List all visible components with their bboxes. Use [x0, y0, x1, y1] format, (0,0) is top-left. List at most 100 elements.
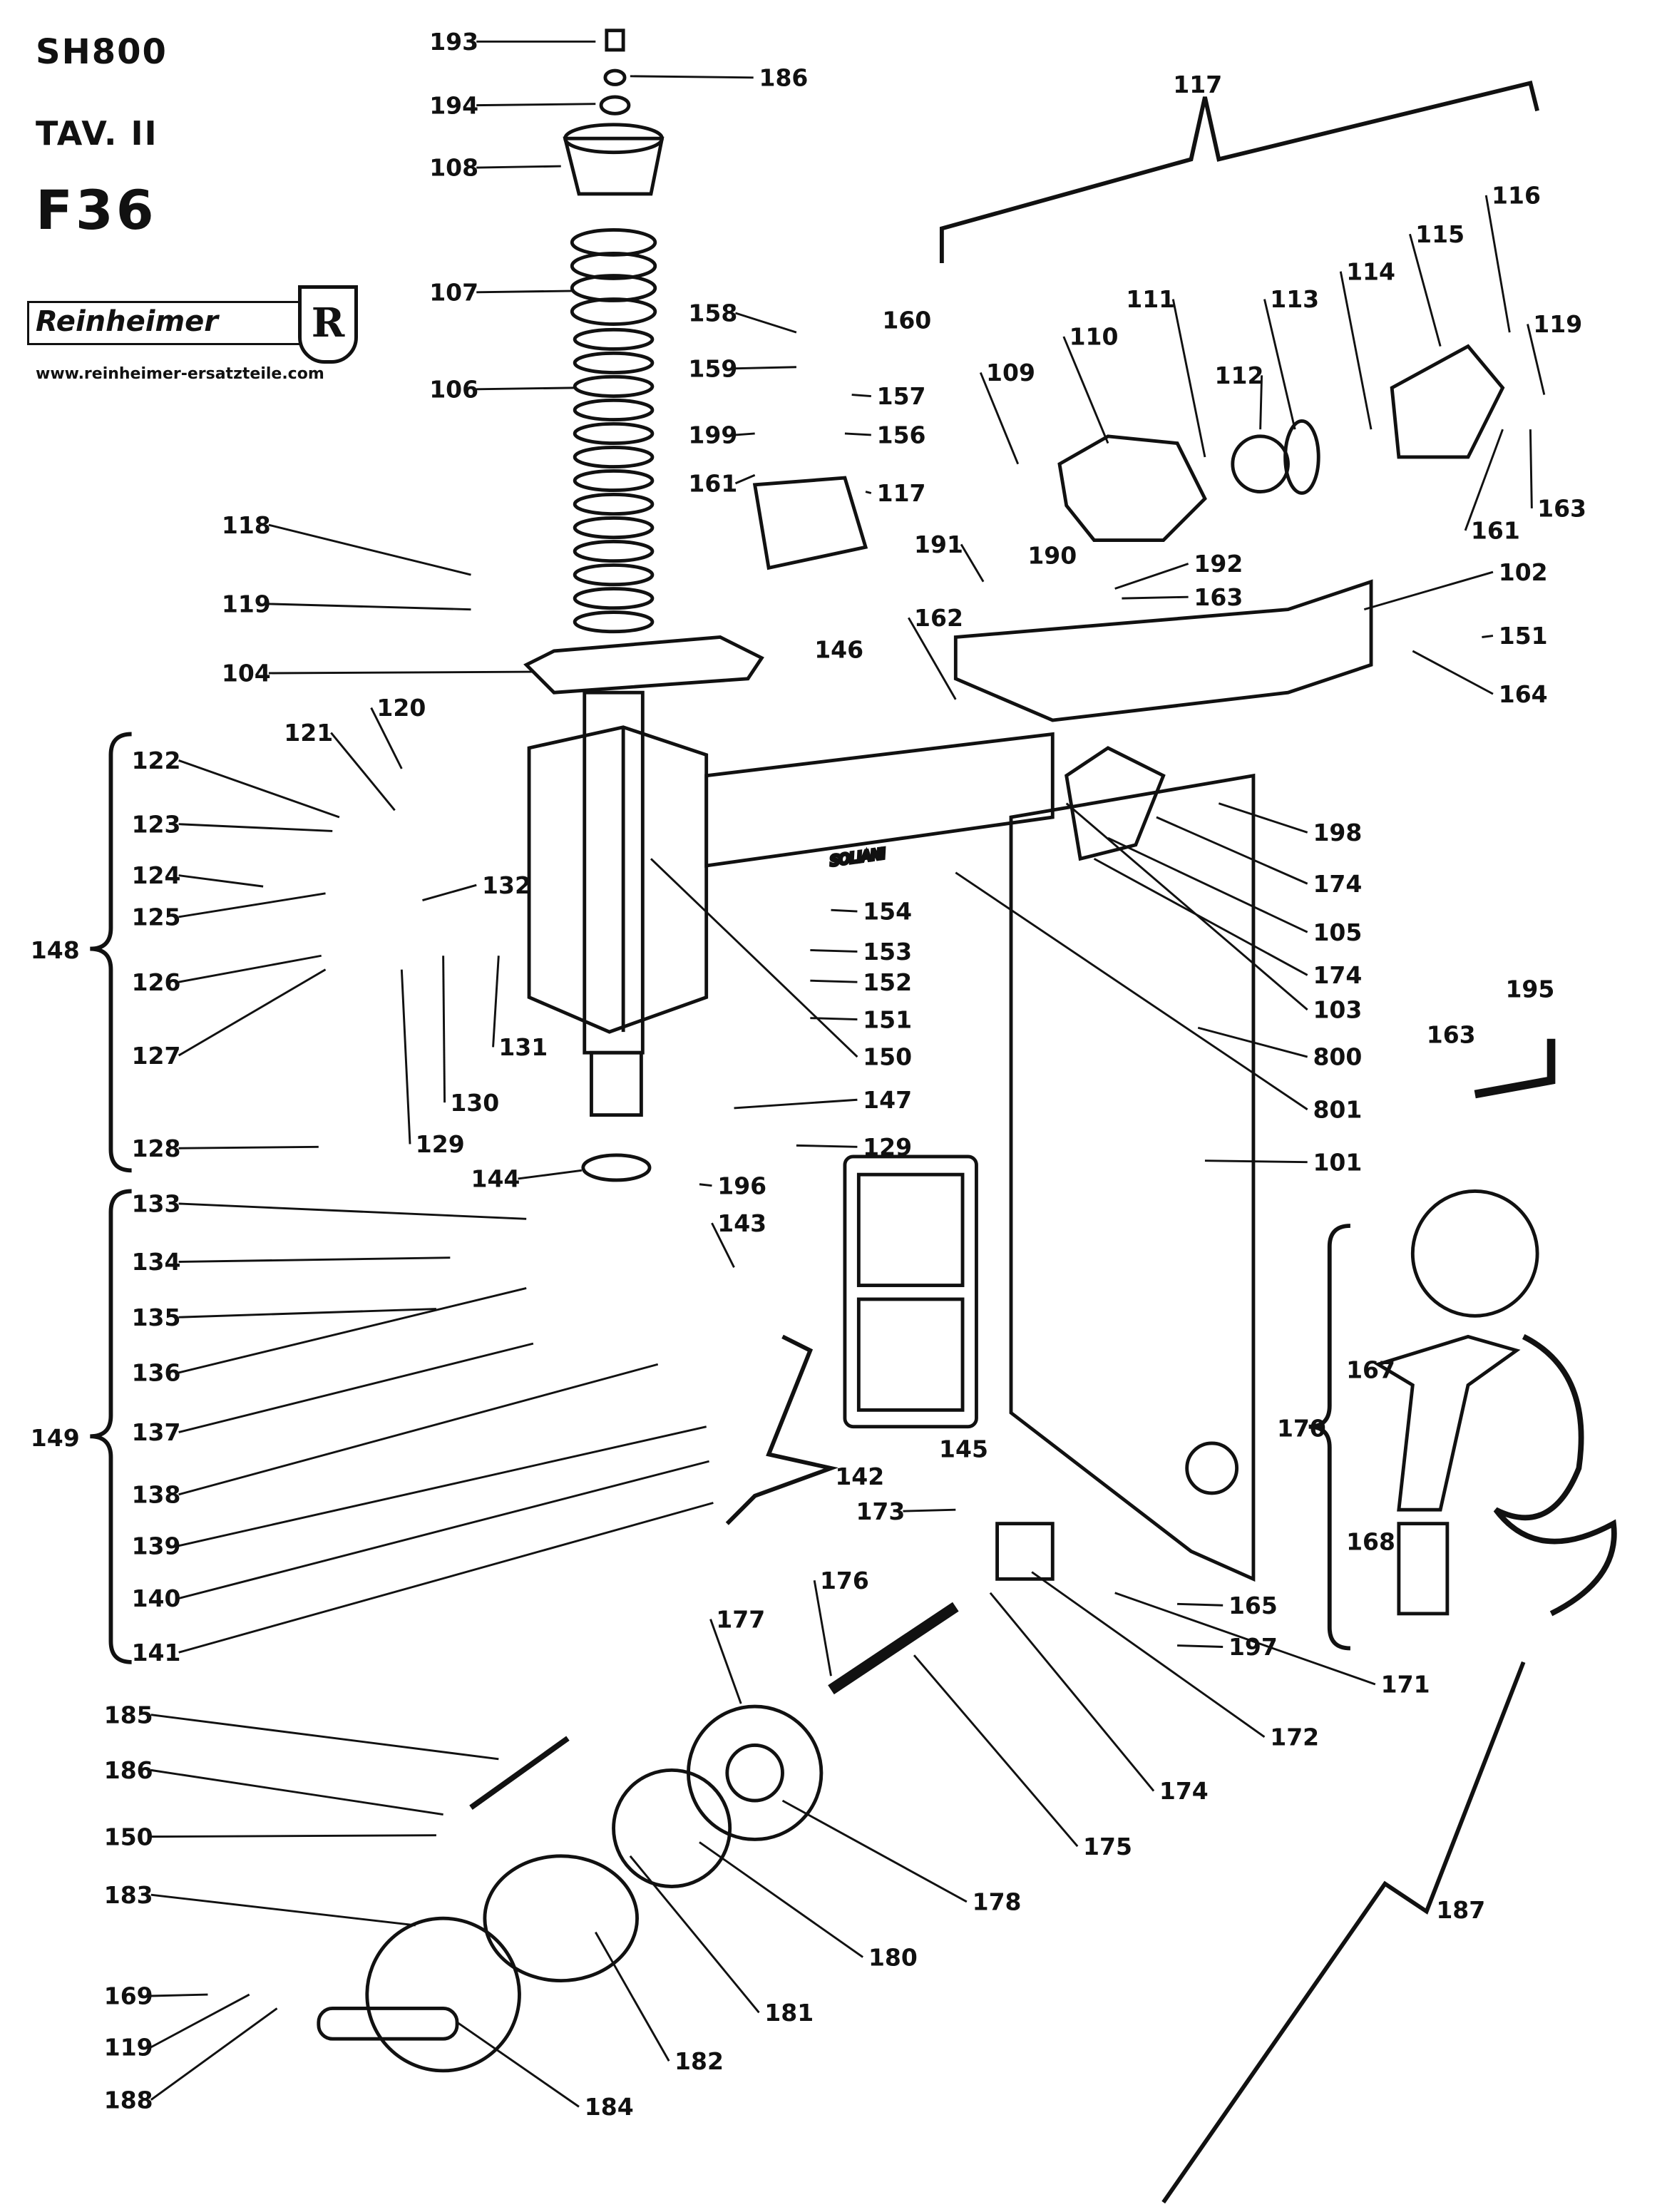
part-label-109: 109	[986, 359, 1035, 386]
part-label-199: 199	[688, 421, 737, 449]
part-label-114: 114	[1346, 257, 1395, 285]
leader-line	[400, 969, 411, 1145]
part-label-128: 128	[132, 1135, 181, 1162]
part-label-106: 106	[429, 375, 478, 403]
leader-line	[268, 523, 471, 576]
part-label-119: 119	[222, 590, 271, 618]
part-label-115: 115	[1415, 220, 1464, 248]
part-label-194: 194	[429, 91, 478, 119]
part-label-146: 146	[814, 636, 863, 664]
leader-line	[650, 858, 858, 1058]
leader-line	[492, 956, 500, 1048]
part-label-152: 152	[863, 968, 912, 996]
part-label-193: 193	[429, 28, 478, 56]
part-label-149: 149	[31, 1424, 80, 1452]
part-label-107: 107	[429, 278, 478, 306]
part-label-195: 195	[1505, 976, 1554, 1003]
leader-line	[810, 949, 858, 953]
leader-line	[1527, 324, 1546, 395]
part-label-137: 137	[132, 1418, 181, 1446]
leader-line	[330, 732, 396, 811]
bellows-fold	[573, 445, 655, 469]
leader-line	[178, 892, 326, 918]
leader-line	[150, 1893, 416, 1927]
plate-104	[523, 635, 764, 695]
leader-line	[476, 290, 575, 294]
table-number: TAV. II	[36, 114, 158, 153]
part-label-165: 165	[1228, 1592, 1278, 1619]
part-label-122: 122	[132, 747, 181, 774]
part-label-132: 132	[482, 871, 531, 899]
group-brackets	[90, 81, 1539, 2204]
leader-line	[913, 1654, 1079, 1848]
leader-line	[796, 1144, 858, 1148]
leader-line	[1156, 816, 1308, 885]
part-label-126: 126	[132, 968, 181, 996]
part-label-130: 130	[450, 1089, 499, 1117]
leader-line	[178, 823, 333, 832]
part-label-120: 120	[376, 694, 426, 722]
o-ring-144	[581, 1153, 652, 1182]
leader-line	[178, 954, 322, 983]
leader-line	[865, 491, 872, 494]
bracket-142	[725, 1334, 838, 1525]
shield-icon: R	[298, 285, 358, 364]
leader-line	[1062, 336, 1109, 444]
leader-line	[268, 670, 533, 675]
leader-line	[476, 386, 575, 391]
leader-line	[1339, 271, 1373, 430]
leader-line	[1218, 802, 1308, 834]
inflator-gun-167	[1373, 1334, 1521, 1512]
leader-line	[1177, 1602, 1224, 1607]
leader-line	[699, 1183, 712, 1187]
part-label-163: 163	[1194, 583, 1243, 611]
part-label-181: 181	[764, 1999, 814, 2027]
leader-line	[178, 1363, 659, 1496]
part-label-167: 167	[1346, 1356, 1395, 1384]
leader-line	[178, 874, 264, 888]
leader-line	[735, 312, 797, 334]
part-label-154: 154	[863, 898, 912, 926]
part-label-108: 108	[429, 154, 478, 182]
part-label-197: 197	[1228, 1633, 1278, 1661]
leader-line	[370, 707, 403, 769]
logo-brand: Reinheimer	[36, 305, 218, 338]
cylinder-tube-182	[483, 1854, 639, 1983]
leader-line	[989, 1592, 1155, 1792]
part-label-801: 801	[1313, 1096, 1362, 1124]
bellows-fold	[573, 351, 655, 374]
washer-194	[599, 95, 631, 116]
leader-line	[1177, 1644, 1224, 1648]
leader-line	[178, 1460, 709, 1599]
leader-line	[735, 366, 796, 370]
washer-186	[603, 68, 627, 86]
piston-178	[612, 1768, 732, 1888]
part-label-129: 129	[863, 1133, 912, 1161]
leader-line	[595, 1931, 670, 2062]
cover-115	[1390, 344, 1505, 459]
part-label-140: 140	[132, 1584, 181, 1612]
leader-line	[1171, 299, 1206, 458]
brace-117	[939, 81, 1539, 264]
part-label-164: 164	[1499, 680, 1548, 708]
leader-line	[851, 394, 871, 397]
part-label-187: 187	[1436, 1896, 1485, 1924]
part-label-157: 157	[877, 382, 926, 410]
part-label-161: 161	[1471, 517, 1520, 545]
leader-line	[810, 1017, 858, 1021]
bellows-fold	[573, 468, 655, 493]
part-label-156: 156	[877, 421, 926, 449]
leader-line	[150, 1714, 499, 1761]
website-url[interactable]: www.reinheimer-ersatzteile.com	[36, 365, 324, 383]
elbow-195	[1474, 1038, 1556, 1099]
part-label-113: 113	[1270, 285, 1319, 313]
leader-line	[813, 1580, 832, 1676]
air-hose	[1493, 1333, 1617, 1617]
part-label-142: 142	[835, 1463, 884, 1490]
part-label-170: 170	[1277, 1414, 1326, 1442]
part-label-125: 125	[132, 903, 181, 931]
leader-line	[810, 979, 858, 983]
diaphragm-113	[1283, 419, 1320, 495]
leader-line	[1259, 375, 1263, 430]
leader-line	[150, 1993, 250, 2049]
